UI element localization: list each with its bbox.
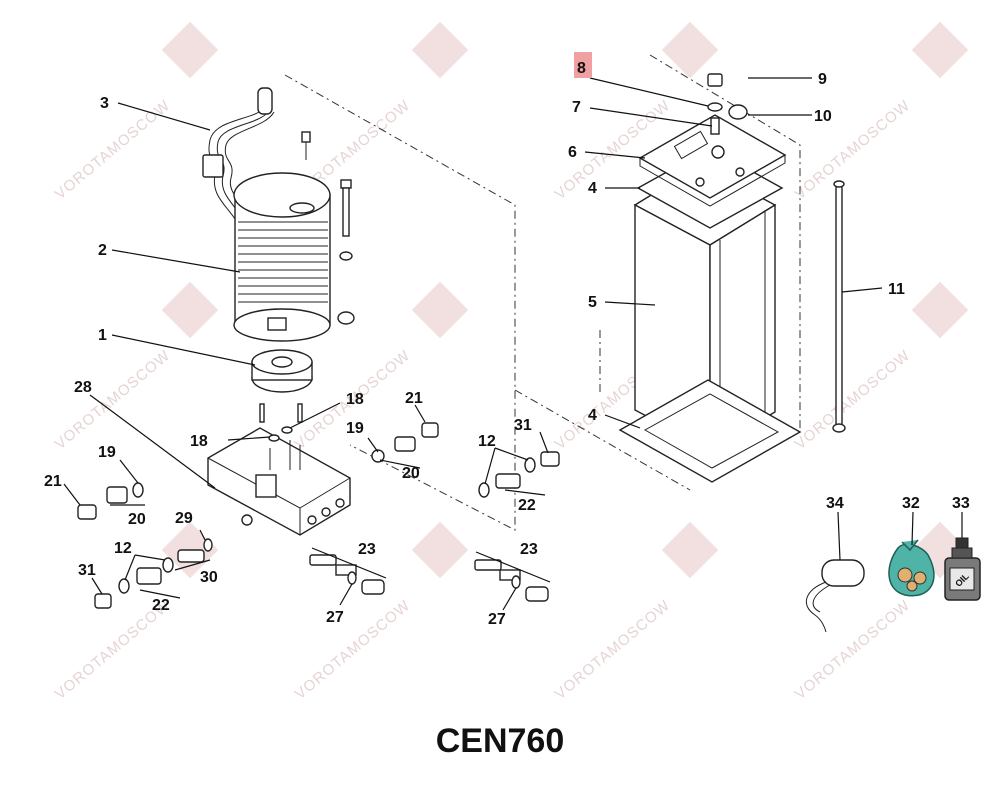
watermark-text: VOROTAMOSCOW [552,597,674,703]
electric-motor [233,172,331,342]
callout-12-right: 12 [478,433,496,450]
callout-4-bottom: 4 [588,407,597,424]
callout-20-left: 20 [128,511,146,528]
callout-20-right: 20 [402,465,420,482]
callout-31-right: 31 [514,417,532,434]
tie-rod [832,180,846,433]
watermark-text: VOROTAMOSCOW [52,347,174,453]
callout-27-right: 27 [488,611,506,628]
callout-5: 5 [588,294,597,311]
callout-27-left: 27 [326,609,344,626]
callout-4-top: 4 [588,180,597,197]
callout-32: 32 [902,495,920,512]
callout-11: 11 [888,281,905,298]
callout-labels: 3 2 1 28 8 9 7 10 6 4 5 4 11 18 18 21 19… [44,60,970,628]
callout-18-left: 18 [190,433,208,450]
callout-6: 6 [568,144,577,161]
pressure-valves [309,554,549,602]
callout-23-right: 23 [520,541,538,558]
valve-block [207,426,351,536]
callout-7: 7 [572,99,581,116]
callout-21-right: 21 [405,390,423,407]
watermark-text: VOROTAMOSCOW [292,597,414,703]
callout-8-highlight [574,52,592,78]
watermark-text: VOROTAMOSCOW [792,97,914,203]
right-fittings [478,451,560,498]
callout-10: 10 [814,108,832,125]
callout-19-right: 19 [346,420,364,437]
oil-bottle: OIL [944,537,981,601]
assembly-dashed-outline [284,54,801,531]
watermark-text: VOROTAMOSCOW [52,97,174,203]
motor-screws [301,131,355,325]
tank-cover [638,114,787,207]
callout-21-left: 21 [44,473,62,490]
callout-34: 34 [826,495,844,512]
left-fittings [77,422,439,609]
callout-18-right: 18 [346,391,364,408]
callout-28: 28 [74,379,92,396]
diagram-title: CEN760 [436,722,565,760]
callout-12-left: 12 [114,540,132,557]
seal-kit-bag [888,539,935,597]
callout-29: 29 [175,510,193,527]
callout-8: 8 [577,60,586,77]
callout-22-left: 22 [152,597,170,614]
pump-unit [251,349,313,423]
callout-9: 9 [818,71,827,88]
callout-19-left: 19 [98,444,116,461]
tank-plugs [707,73,748,135]
callout-1: 1 [98,327,107,344]
capacitor [805,559,865,633]
callout-2: 2 [98,242,107,259]
callout-33: 33 [952,495,970,512]
callout-23-left: 23 [358,541,376,558]
callout-22-right: 22 [518,497,536,514]
leader-lines [63,77,963,611]
callout-30: 30 [200,569,218,586]
watermark-text: VOROTAMOSCOW [792,347,914,453]
callout-31-left: 31 [78,562,96,579]
callout-3: 3 [100,95,109,112]
watermark-text: VOROTAMOSCOW [792,597,914,703]
